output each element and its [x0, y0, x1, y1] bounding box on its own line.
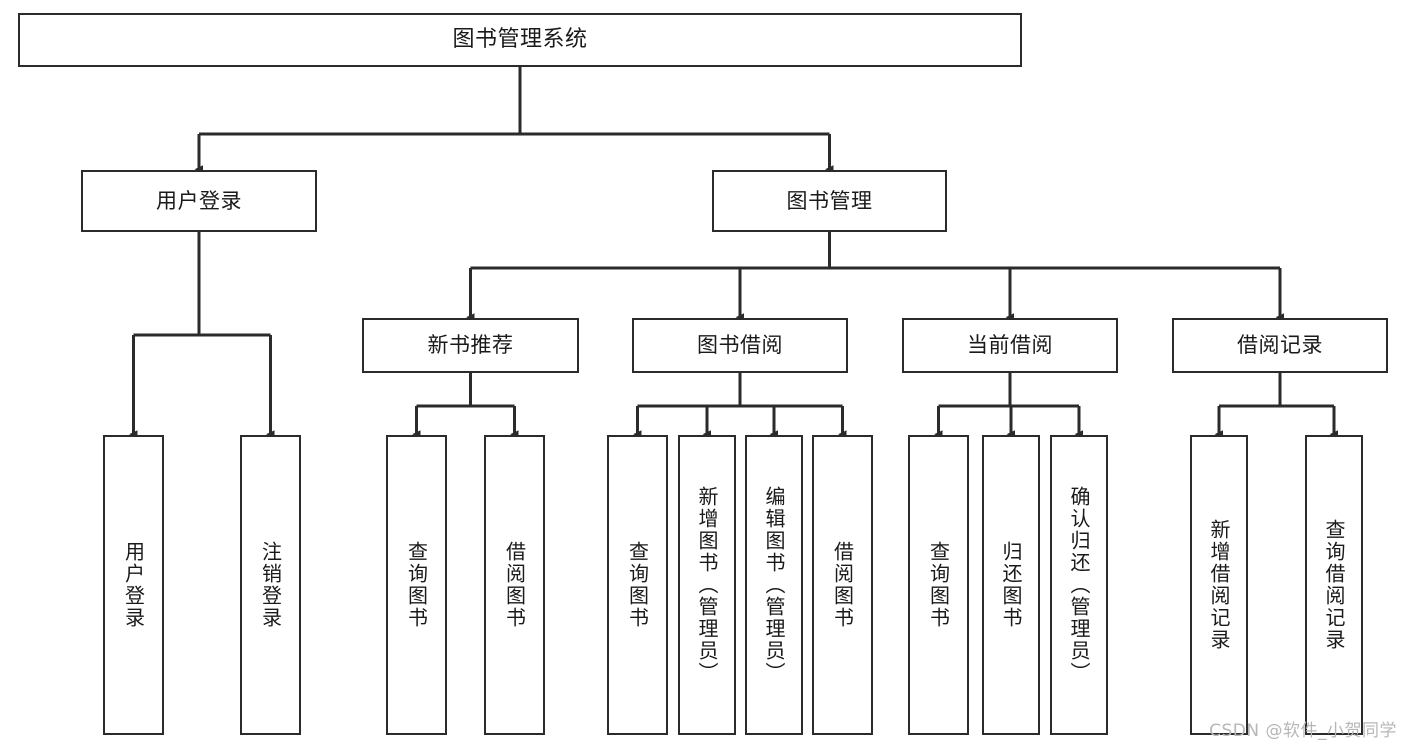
node-label: 新书推荐: [427, 333, 514, 358]
node-label: 用户登录: [121, 541, 146, 629]
node-label: 新增图书（管理员）: [695, 486, 719, 684]
leaf-borrow-query-book[interactable]: 查询图书: [607, 435, 668, 735]
leaf-user-login[interactable]: 用户登录: [103, 435, 164, 735]
node-label: 注销登录: [258, 541, 283, 629]
node-current-borrow[interactable]: 当前借阅: [902, 318, 1118, 373]
node-label: 编辑图书（管理员）: [762, 486, 786, 684]
node-label: 新增借阅记录: [1207, 519, 1231, 651]
node-label: 查询图书: [926, 541, 951, 629]
leaf-new-query-book[interactable]: 查询图书: [386, 435, 447, 735]
leaf-current-return-book[interactable]: 归还图书: [982, 435, 1040, 735]
leaf-record-add[interactable]: 新增借阅记录: [1190, 435, 1248, 735]
node-label: 查询图书: [625, 541, 650, 629]
leaf-record-query[interactable]: 查询借阅记录: [1305, 435, 1363, 735]
node-label: 图书管理: [786, 188, 873, 213]
node-user-login-module[interactable]: 用户登录: [81, 170, 317, 232]
node-label: 图书管理系统: [452, 27, 588, 53]
node-label: 查询借阅记录: [1322, 519, 1346, 651]
node-book-borrow[interactable]: 图书借阅: [632, 318, 848, 373]
node-label: 归还图书: [999, 541, 1023, 629]
leaf-user-logout[interactable]: 注销登录: [240, 435, 301, 735]
node-label: 图书借阅: [697, 333, 783, 358]
leaf-current-query-book[interactable]: 查询图书: [908, 435, 969, 735]
node-label: 借阅图书: [502, 541, 527, 629]
node-borrow-record[interactable]: 借阅记录: [1172, 318, 1388, 373]
watermark: CSDN @软件_小贺同学: [1209, 721, 1397, 741]
node-book-management-module[interactable]: 图书管理: [712, 170, 947, 232]
node-label: 当前借阅: [967, 333, 1053, 358]
leaf-borrow-edit-book[interactable]: 编辑图书（管理员）: [745, 435, 803, 735]
node-label: 查询图书: [404, 541, 429, 629]
node-label: 借阅图书: [830, 541, 855, 629]
leaf-current-confirm-return[interactable]: 确认归还（管理员）: [1050, 435, 1108, 735]
node-label: 确认归还（管理员）: [1067, 486, 1091, 684]
node-root-system[interactable]: 图书管理系统: [18, 13, 1022, 67]
node-label: 借阅记录: [1237, 333, 1323, 358]
leaf-borrow-borrow-book[interactable]: 借阅图书: [812, 435, 873, 735]
leaf-borrow-add-book[interactable]: 新增图书（管理员）: [678, 435, 736, 735]
leaf-new-borrow-book[interactable]: 借阅图书: [484, 435, 545, 735]
node-new-book-recommend[interactable]: 新书推荐: [362, 318, 579, 373]
node-label: 用户登录: [156, 188, 242, 213]
